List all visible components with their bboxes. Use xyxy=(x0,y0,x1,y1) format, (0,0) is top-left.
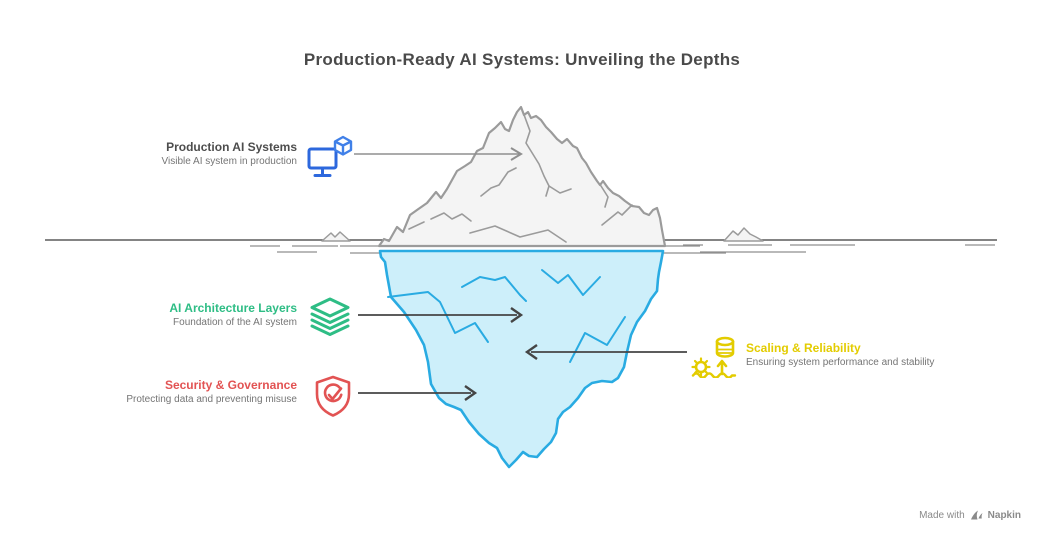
arrow-security xyxy=(358,385,478,401)
layers-icon xyxy=(310,297,350,336)
monitor-cube-icon xyxy=(307,135,353,177)
label-architecture: AI Architecture Layers Foundation of the… xyxy=(37,301,297,329)
iceberg-above-water xyxy=(377,105,667,248)
label-production-subtitle: Visible AI system in production xyxy=(161,156,297,167)
made-with-text: Made with xyxy=(919,509,965,521)
label-production: Production AI Systems Visible AI system … xyxy=(37,140,297,168)
ice-chunks xyxy=(321,227,764,242)
arrow-architecture xyxy=(358,307,524,323)
below-water-cracks xyxy=(387,269,626,363)
connector-arrows xyxy=(354,147,687,401)
label-scaling-title: Scaling & Reliability xyxy=(746,341,861,355)
label-security-subtitle: Protecting data and preventing misuse xyxy=(126,394,297,405)
made-with-napkin: Made with Napkin xyxy=(919,509,1021,521)
napkin-brand-text: Napkin xyxy=(987,509,1021,521)
above-water-cracks xyxy=(408,111,633,243)
arrow-scaling xyxy=(524,344,687,360)
ice-chunk-right xyxy=(723,227,764,242)
page-title: Production-Ready AI Systems: Unveiling t… xyxy=(303,50,741,69)
napkin-logo-icon xyxy=(970,510,983,520)
water-ripples xyxy=(250,244,995,254)
label-scaling: Scaling & Reliability Ensuring system pe… xyxy=(746,341,996,369)
label-scaling-subtitle: Ensuring system performance and stabilit… xyxy=(746,357,935,368)
label-architecture-subtitle: Foundation of the AI system xyxy=(173,317,297,328)
label-security-title: Security & Governance xyxy=(164,378,297,392)
arrow-production xyxy=(354,147,523,161)
label-production-title: Production AI Systems xyxy=(166,140,297,154)
shield-check-icon xyxy=(315,375,351,417)
label-security: Security & Governance Protecting data an… xyxy=(37,378,297,406)
scaling-gear-icon xyxy=(691,336,737,378)
label-architecture-title: AI Architecture Layers xyxy=(169,301,297,315)
ice-chunk-left xyxy=(321,231,351,242)
iceberg-below-water xyxy=(378,249,665,469)
